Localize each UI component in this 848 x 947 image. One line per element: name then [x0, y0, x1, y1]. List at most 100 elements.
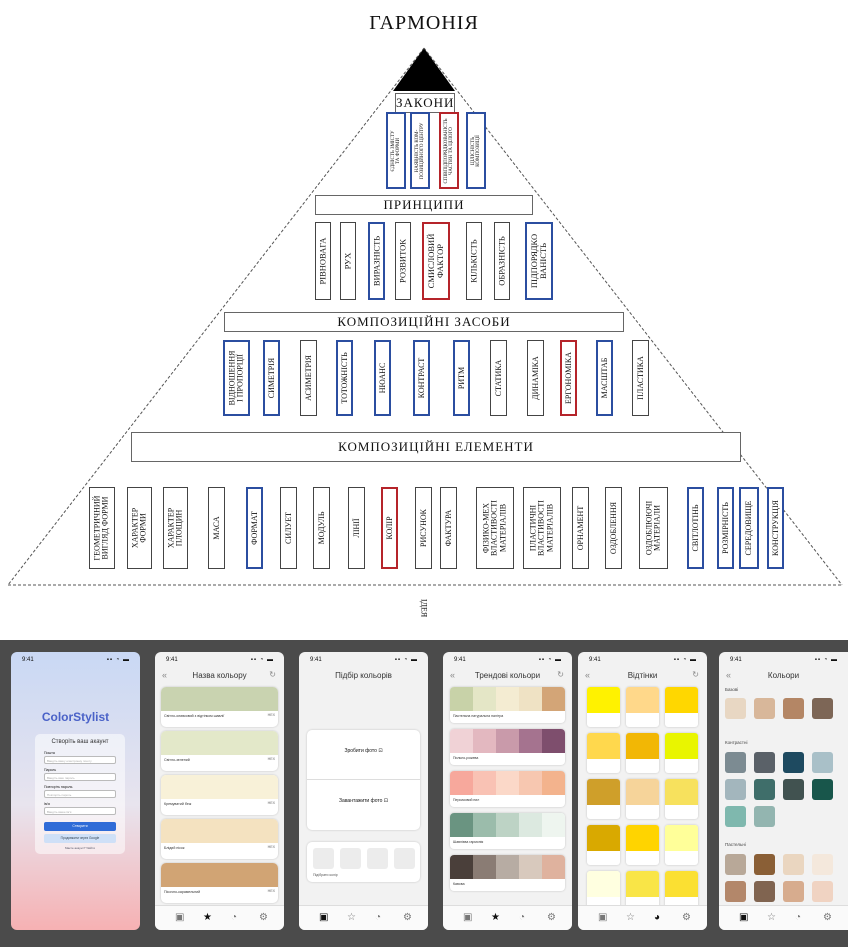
palette-square[interactable] [783, 779, 804, 800]
palette-label: Шавлієва гармонія [453, 840, 484, 844]
shade-card[interactable] [665, 825, 698, 865]
palette-square[interactable] [725, 806, 746, 827]
refresh-icon[interactable]: ↻ [692, 670, 699, 679]
settings-tab-icon[interactable]: ⚙ [547, 912, 556, 923]
upload-photo-option[interactable]: Завантажити фото ⊡ [339, 798, 388, 804]
means-box: ПЛАСТИКА [632, 340, 649, 416]
screen-title: Назва кольору [192, 671, 247, 680]
shade-card[interactable] [665, 779, 698, 819]
star-tab-icon[interactable]: ★ [203, 912, 212, 923]
principle-box: РУХ [340, 222, 356, 300]
trend-palette[interactable]: Пильно-рожева [450, 729, 565, 765]
create-button[interactable]: Створити [44, 822, 116, 831]
palette-square[interactable] [754, 854, 775, 875]
settings-tab-icon[interactable]: ⚙ [823, 912, 832, 923]
palette-square[interactable] [783, 752, 804, 773]
back-icon[interactable]: « [450, 670, 456, 680]
palette-tab-icon[interactable]: ◔ [519, 912, 526, 923]
palette-square[interactable] [725, 854, 746, 875]
name-field[interactable]: Введіть ваше ім'я [44, 807, 116, 815]
palette-square[interactable] [725, 881, 746, 902]
palette-square[interactable] [812, 881, 833, 902]
palette-square[interactable] [754, 881, 775, 902]
gallery-tab-icon[interactable]: ▣ [175, 912, 185, 923]
palette-square[interactable] [725, 779, 746, 800]
palette-square[interactable] [754, 779, 775, 800]
palette-square[interactable] [783, 698, 804, 719]
color-slot[interactable] [313, 848, 334, 869]
palette-color [542, 687, 565, 711]
palette-square[interactable] [725, 698, 746, 719]
gallery-tab-icon[interactable]: ▣ [739, 912, 749, 923]
color-slot[interactable] [394, 848, 415, 869]
refresh-icon[interactable]: ↻ [269, 670, 276, 679]
shade-card[interactable] [587, 687, 620, 727]
palette-tab-icon[interactable]: ◕ [654, 912, 661, 923]
shade-card[interactable] [587, 825, 620, 865]
shade-swatch [626, 825, 659, 851]
palette-square[interactable] [725, 752, 746, 773]
palette-square[interactable] [812, 698, 833, 719]
palette-square[interactable] [754, 806, 775, 827]
shade-card[interactable] [665, 733, 698, 773]
gallery-tab-icon[interactable]: ▣ [319, 912, 329, 923]
palette-square[interactable] [812, 779, 833, 800]
password-field[interactable]: Введіть ваш пароль [44, 773, 116, 781]
palette-tab-icon[interactable]: ◔ [795, 912, 802, 923]
shade-card[interactable] [626, 871, 659, 911]
palette-color [496, 687, 519, 711]
gallery-tab-icon[interactable]: ▣ [598, 912, 608, 923]
shade-card[interactable] [665, 871, 698, 911]
back-icon[interactable]: « [585, 670, 591, 680]
repeat-password-field[interactable]: Повторіть пароль [44, 790, 116, 798]
signin-link[interactable]: Маєте акаунт? Увійти [64, 846, 95, 850]
shade-card[interactable] [587, 779, 620, 819]
shade-card[interactable] [626, 825, 659, 865]
trend-palette[interactable]: Шавлієва гармонія [450, 813, 565, 849]
color-swatch [161, 775, 278, 799]
palette-color [519, 729, 542, 753]
shade-card[interactable] [587, 733, 620, 773]
palette-square[interactable] [812, 752, 833, 773]
google-button[interactable]: Продовжити через Google [44, 834, 116, 843]
email-field[interactable]: Введіть вашу електронну пошту [44, 756, 116, 764]
palette-square[interactable] [754, 698, 775, 719]
palette-square[interactable] [754, 752, 775, 773]
shade-card[interactable] [626, 687, 659, 727]
tab-bar: ▣ ☆ ◕ ⚙ [578, 905, 707, 930]
element-box: ПЛАСТИЧНІ ВЛАСТИВОСТІ МАТЕРІАЛІВ [523, 487, 561, 569]
trend-palette[interactable]: Кавова [450, 855, 565, 891]
palette-tab-icon[interactable]: ◔ [231, 912, 238, 923]
palette-square[interactable] [783, 881, 804, 902]
shade-card[interactable] [626, 779, 659, 819]
shade-card[interactable] [587, 871, 620, 911]
palette-square[interactable] [812, 854, 833, 875]
color-swatch [161, 731, 278, 755]
color-slot[interactable] [340, 848, 361, 869]
star-tab-icon[interactable]: ★ [491, 912, 500, 923]
back-icon[interactable]: « [726, 670, 732, 680]
palette-tab-icon[interactable]: ◔ [375, 912, 382, 923]
star-tab-icon[interactable]: ☆ [347, 912, 356, 923]
settings-tab-icon[interactable]: ⚙ [403, 912, 412, 923]
refresh-icon[interactable]: ↻ [557, 670, 564, 679]
color-slot[interactable] [367, 848, 388, 869]
shade-card[interactable] [626, 733, 659, 773]
gallery-tab-icon[interactable]: ▣ [463, 912, 473, 923]
trend-palette[interactable]: Персиковий пил [450, 771, 565, 807]
take-photo-option[interactable]: Зробити фото ⊡ [344, 748, 383, 754]
palette-square[interactable] [783, 854, 804, 875]
star-tab-icon[interactable]: ☆ [767, 912, 776, 923]
star-tab-icon[interactable]: ☆ [626, 912, 635, 923]
settings-tab-icon[interactable]: ⚙ [259, 912, 268, 923]
trend-palette[interactable]: Пастельна натуральна палітра [450, 687, 565, 723]
back-icon[interactable]: « [162, 670, 168, 680]
signup-heading: Створіть ваш акаунт [51, 739, 109, 745]
shade-card[interactable] [665, 687, 698, 727]
settings-tab-icon[interactable]: ⚙ [682, 912, 691, 923]
